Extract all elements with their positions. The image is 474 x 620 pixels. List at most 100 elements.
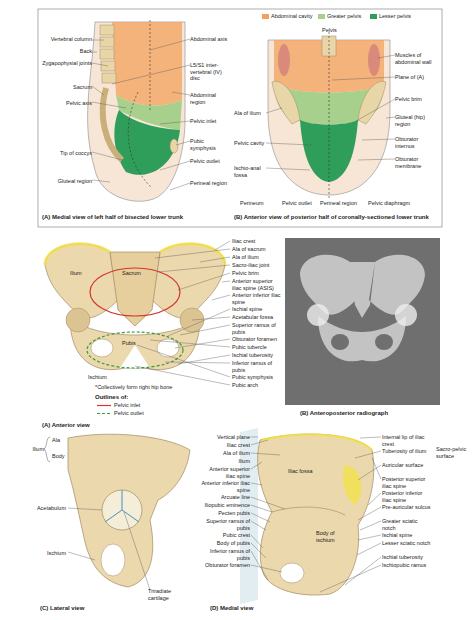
anatomy-label: Internal lip of iliac crest: [382, 434, 432, 447]
anatomy-label: Sacro-iliac joint: [232, 262, 282, 269]
vertebrae: [100, 25, 116, 83]
anatomy-label: Posterior inferior iliac spine: [382, 490, 432, 503]
leader-lines: [135, 241, 230, 385]
sagittal-trunk: [88, 20, 190, 201]
legend-text: Pelvic outlet: [114, 410, 144, 417]
anatomy-label: Sacrum: [122, 270, 162, 277]
foramen-shadow: [331, 334, 349, 350]
plane-line: [329, 32, 330, 198]
anatomy-label: Perineal region: [320, 200, 360, 207]
vertebra: [100, 49, 114, 59]
anatomy-label: Ilium: [70, 270, 100, 277]
pubis-ischium: [70, 318, 200, 370]
anatomy-label: Superior ramus of pubis: [200, 518, 250, 531]
anatomy-label: Acetabulum: [14, 505, 66, 512]
pelvic-inlet-outline: [90, 268, 180, 316]
legend-line: [97, 405, 111, 406]
anatomy-label: Abdominal axis: [190, 36, 228, 43]
legend-text: Pelvic inlet: [114, 402, 140, 409]
anatomy-label: Pelvis: [322, 27, 352, 34]
legend-text: Greater pelvis: [327, 13, 361, 20]
anatomy-label: Pecten pubis: [200, 510, 250, 517]
anatomy-label: Greater sciatic notch: [382, 518, 432, 531]
anatomy-label: Ischium: [14, 550, 66, 557]
anatomy-label: Iliac crest: [232, 238, 282, 245]
bracket: [44, 437, 50, 462]
anatomy-label: Iliac fossa: [288, 468, 322, 475]
radiograph: [285, 238, 440, 405]
anatomy-label: Anterior superior iliac spine (ASIS): [232, 278, 282, 291]
acetabulum: [102, 490, 142, 530]
anatomy-label: L5/S1 inter-vertebral (IV) disc: [190, 62, 228, 82]
femoral-head: [307, 304, 329, 326]
anatomy-label: Ischial spine: [382, 532, 432, 539]
sacrum-shape: [103, 88, 122, 160]
abdominal-muscle: [368, 44, 380, 76]
abdominal-muscle: [278, 44, 290, 76]
abdominal-axis: [150, 20, 151, 110]
abdominal-cavity: [112, 22, 182, 105]
panel-caption: Outlines of:: [95, 394, 145, 401]
anatomy-label: Inferior ramus of pubis: [232, 360, 282, 373]
legend-text: Abdominal cavity: [271, 13, 313, 20]
anatomy-label: Gluteal region: [42, 178, 92, 185]
pelvic-axis: [128, 92, 152, 188]
anatomy-label: Body of pubis: [200, 540, 250, 547]
anatomy-label: Pelvic brim: [395, 96, 437, 103]
lesser-pelvis: [114, 110, 180, 175]
anatomy-label: Ala of ilium: [232, 254, 282, 261]
vertebra: [100, 37, 114, 47]
leader-lines: [68, 508, 150, 590]
anatomy-label: Pelvic axis: [42, 100, 92, 107]
anatomy-label: Back: [42, 48, 92, 55]
anatomy-label: Inferior ramus of pubis: [200, 548, 250, 561]
anatomy-label: Anterior inferior iliac spine: [232, 292, 282, 305]
panel-caption: (C) Lateral view: [40, 605, 120, 612]
obturator-foramen: [280, 563, 304, 583]
anatomy-label: Plane of (A): [395, 74, 437, 81]
anatomy-label: Ischial tuberosity: [232, 352, 282, 359]
anatomy-label: Lesser sciatic notch: [382, 540, 432, 547]
femoral-head: [395, 304, 417, 326]
anatomy-label: Ala of ilium: [234, 110, 266, 117]
lateral-hip-bone: [44, 434, 190, 590]
anatomy-label: Pelvic outlet: [190, 158, 228, 165]
anterior-pelvis: [45, 241, 230, 385]
anatomy-label: Iliac crest: [200, 442, 250, 449]
anatomy-label: Pubic arch: [232, 382, 282, 389]
anatomy-label: Vertical plane: [200, 434, 250, 441]
radiograph-film: [285, 238, 440, 405]
anatomy-label: Body: [52, 453, 82, 460]
anatomy-label: Ilium: [14, 446, 44, 453]
panel-caption: (A) Anterior view: [42, 422, 122, 429]
anatomy-label: Body of ischium: [316, 530, 348, 543]
sacrum: [110, 252, 160, 326]
anatomy-label: Tuberosity of ilium: [382, 448, 432, 455]
anatomy-label: Ala: [52, 437, 82, 444]
legend-swatch: [370, 14, 377, 19]
anatomy-label: Ischio-anal fossa: [234, 165, 266, 178]
iliac-crest-highlight: [262, 435, 372, 450]
foramen-shadow: [375, 334, 393, 350]
panel-caption: (D) Medial view: [210, 605, 290, 612]
acetabulum: [66, 308, 90, 332]
legend-line-sample: [97, 410, 111, 417]
panel-frame: [38, 9, 442, 227]
anatomy-label: Perineal region: [190, 180, 228, 187]
pelvic-outlet-outline: [87, 332, 183, 368]
vertebra: [102, 73, 116, 83]
legend-line: [97, 413, 111, 414]
anatomy-label: Sacro-pelvic surface: [436, 446, 470, 459]
pubic-symphysis: [170, 139, 178, 153]
anatomy-label: Pelvic inlet: [190, 118, 228, 125]
anatomy-label: Obturator internus: [395, 136, 437, 149]
anatomy-label: Gluteal (hip) region: [395, 114, 437, 127]
anatomy-label: Vertebral column: [42, 36, 92, 43]
anatomy-label: Superior ramus of pubis: [232, 322, 282, 335]
anatomy-label: Sacrum: [42, 84, 92, 91]
pubic-arch: [120, 345, 150, 368]
anatomy-label: Pubis: [122, 340, 152, 347]
body-outline: [88, 22, 185, 201]
anatomy-label: Anterior inferior iliac spine: [200, 480, 250, 493]
